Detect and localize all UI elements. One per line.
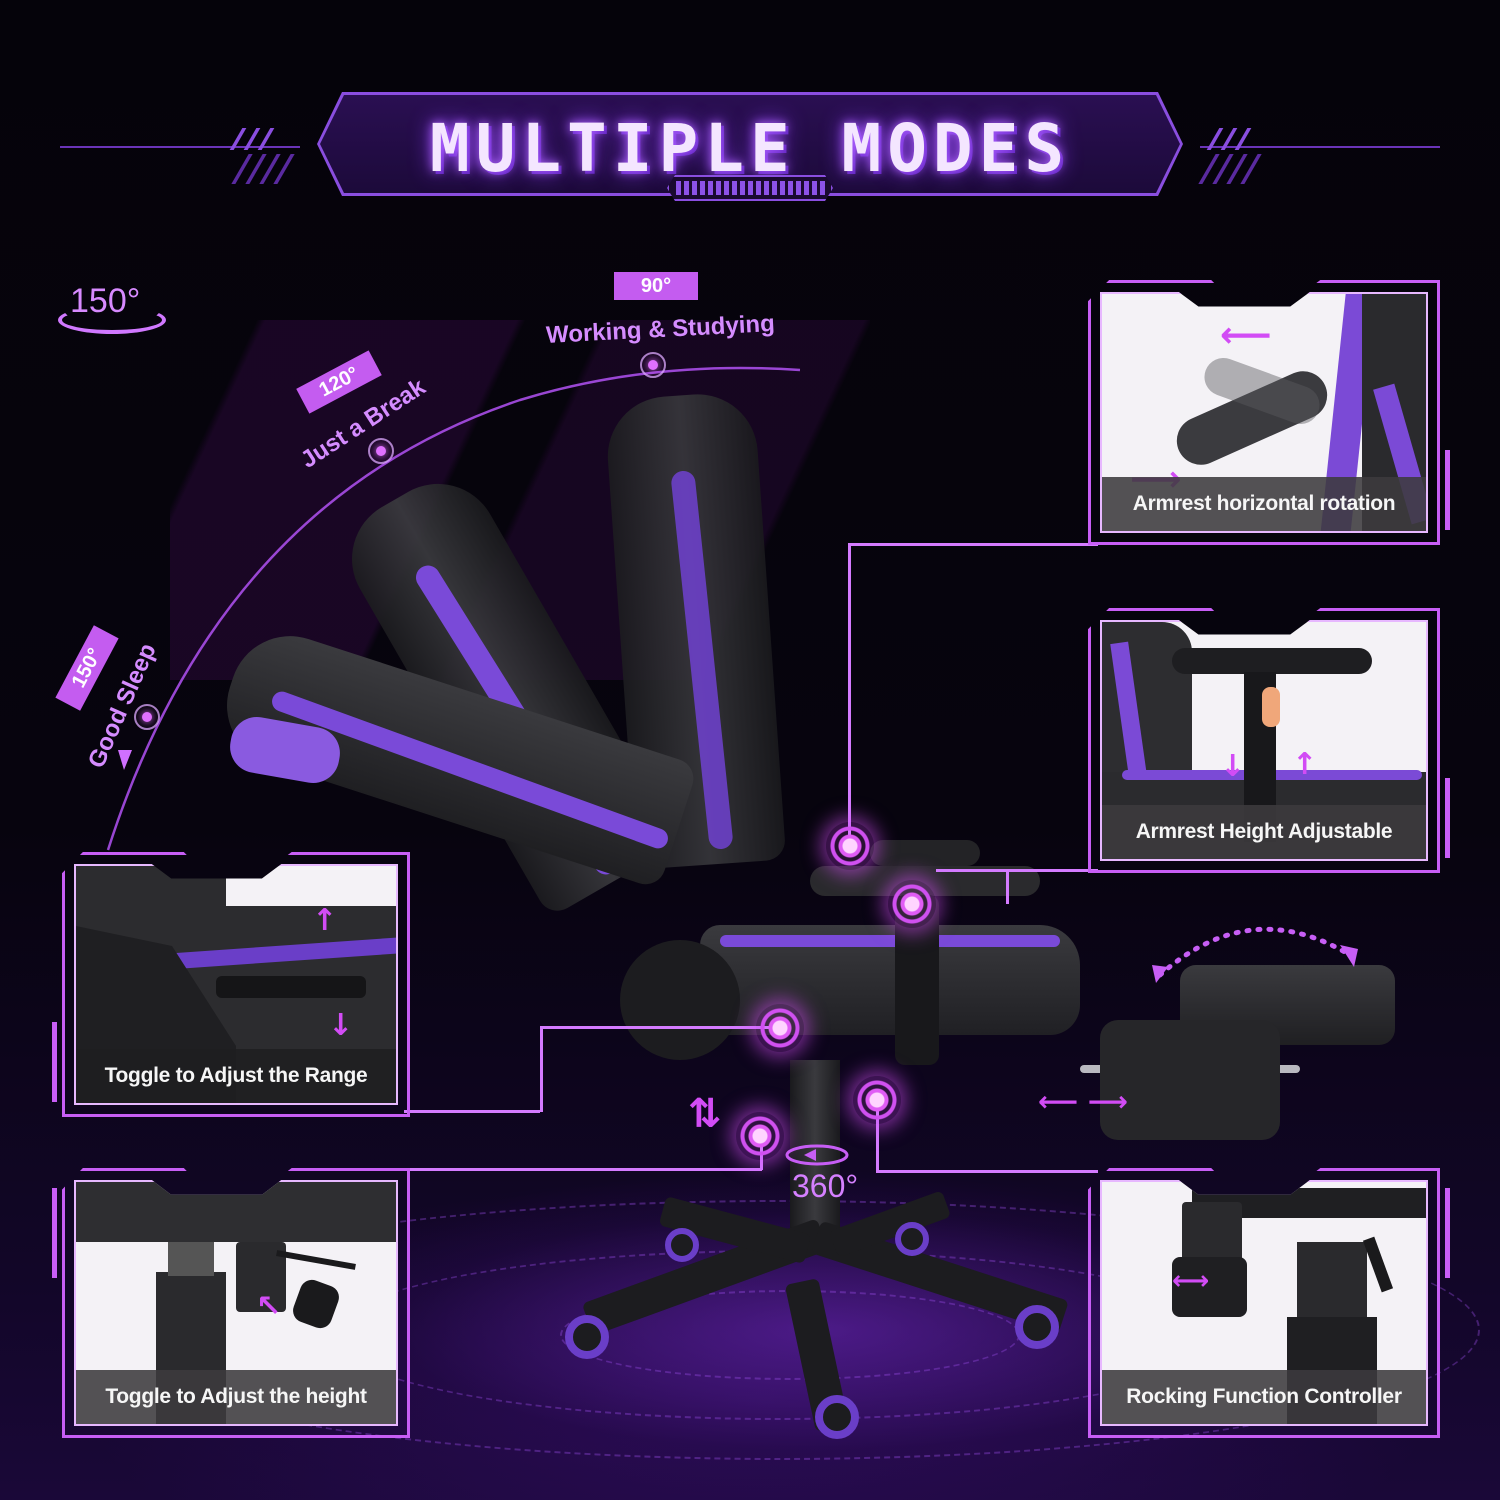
panel-accent	[1445, 1188, 1450, 1278]
caption-bar: Toggle to Adjust the height	[76, 1370, 396, 1424]
leader-line	[848, 543, 851, 848]
title-banner: MULTIPLE MODES	[300, 92, 1200, 201]
hotspot-range-toggle[interactable]	[756, 1004, 804, 1052]
feature-caption: Toggle to Adjust the height	[105, 1385, 367, 1408]
feature-panel-height-toggle: ↖ Toggle to Adjust the height	[52, 1168, 410, 1438]
arrow-left-icon: ⟵	[1220, 315, 1272, 356]
angle-badge-90: 90°	[614, 272, 698, 300]
hotspot-armrest-rotation[interactable]	[826, 822, 874, 870]
panel-accent	[1445, 450, 1450, 530]
panel-photo: ⟵ ⟶ Armrest horizontal rotation	[1100, 292, 1428, 533]
footrest-flip-arrow-icon	[1152, 926, 1358, 983]
caster	[565, 1315, 609, 1359]
arrow-up-icon: ↑	[1292, 747, 1318, 782]
rotate-arrow-icon	[58, 306, 166, 334]
caption-bar: Armrest Height Adjustable	[1102, 805, 1426, 859]
title-deco-line-right	[1200, 146, 1440, 148]
hotspot-height-toggle[interactable]	[736, 1112, 784, 1160]
leader-line	[540, 1026, 543, 1112]
caster	[665, 1228, 699, 1262]
feature-panel-range-toggle: ↑ ↓ Toggle to Adjust the Range	[52, 852, 410, 1117]
feature-caption: Rocking Function Controller	[1126, 1385, 1402, 1408]
feature-caption: Armrest horizontal rotation	[1132, 492, 1396, 515]
caption-bar: Toggle to Adjust the Range	[76, 1049, 396, 1103]
swivel-label: 360°	[792, 1168, 859, 1204]
leader-line	[876, 1100, 879, 1172]
panel-photo: ↑ ↓ Toggle to Adjust the Range	[74, 864, 398, 1105]
footrest-lower	[1100, 1020, 1280, 1140]
leader-line	[876, 1170, 1098, 1173]
leader-line	[404, 1168, 762, 1171]
footrest-extend-arrow-icon: ⟵ ⟶	[1038, 1085, 1129, 1118]
arc-marker-150	[134, 704, 160, 730]
panel-accent	[52, 1022, 57, 1102]
leader-line	[848, 543, 1098, 546]
leader-line	[404, 1110, 540, 1113]
seat-stripe	[720, 935, 1060, 947]
height-adjust-arrow-icon: ⇅	[688, 1091, 722, 1137]
feature-caption: Armrest Height Adjustable	[1135, 820, 1393, 843]
arc-marker-120	[368, 438, 394, 464]
panel-accent	[52, 1188, 57, 1278]
arrow-up-left-icon: ↖	[256, 1289, 282, 1324]
feature-panel-rocking-controller: ⟷ Rocking Function Controller	[1088, 1168, 1450, 1438]
title-tick-bar	[667, 175, 833, 201]
panel-photo: ⟷ Rocking Function Controller	[1100, 1180, 1428, 1426]
panel-photo: ↖ Toggle to Adjust the height	[74, 1180, 398, 1426]
caster	[1015, 1305, 1059, 1349]
leader-line	[1006, 869, 1009, 904]
arrow-up-icon: ↑	[312, 903, 338, 938]
recline-mechanism	[620, 940, 740, 1060]
feature-panel-armrest-height: ↓ ↑ Armrest Height Adjustable	[1088, 608, 1450, 873]
caster	[815, 1395, 859, 1439]
panel-accent	[1445, 778, 1450, 858]
caption-bar: Armrest horizontal rotation	[1102, 477, 1426, 531]
caster	[895, 1222, 929, 1256]
feature-panel-armrest-rotation: ⟵ ⟶ Armrest horizontal rotation	[1088, 280, 1450, 545]
arc-marker-90	[640, 352, 666, 378]
finger-icon	[1262, 687, 1280, 727]
page-title: MULTIPLE MODES	[429, 110, 1071, 187]
leader-line	[936, 869, 1098, 872]
armrest-back	[870, 840, 980, 866]
arrow-down-icon: ↓	[1220, 749, 1246, 784]
caption-bar: Rocking Function Controller	[1102, 1370, 1426, 1424]
arrow-bidirectional-icon: ⟷	[1172, 1266, 1210, 1296]
hotspot-armrest-height[interactable]	[888, 880, 936, 928]
title-deco-line-left	[60, 146, 300, 148]
panel-photo: ↓ ↑ Armrest Height Adjustable	[1100, 620, 1428, 861]
hotspot-rocking-controller[interactable]	[853, 1076, 901, 1124]
swivel-rotate-icon	[785, 1144, 849, 1166]
leader-line	[540, 1026, 780, 1029]
arrow-down-icon: ↓	[328, 1008, 354, 1043]
recline-rotation-indicator: 150°	[58, 282, 168, 338]
feature-caption: Toggle to Adjust the Range	[104, 1064, 368, 1087]
